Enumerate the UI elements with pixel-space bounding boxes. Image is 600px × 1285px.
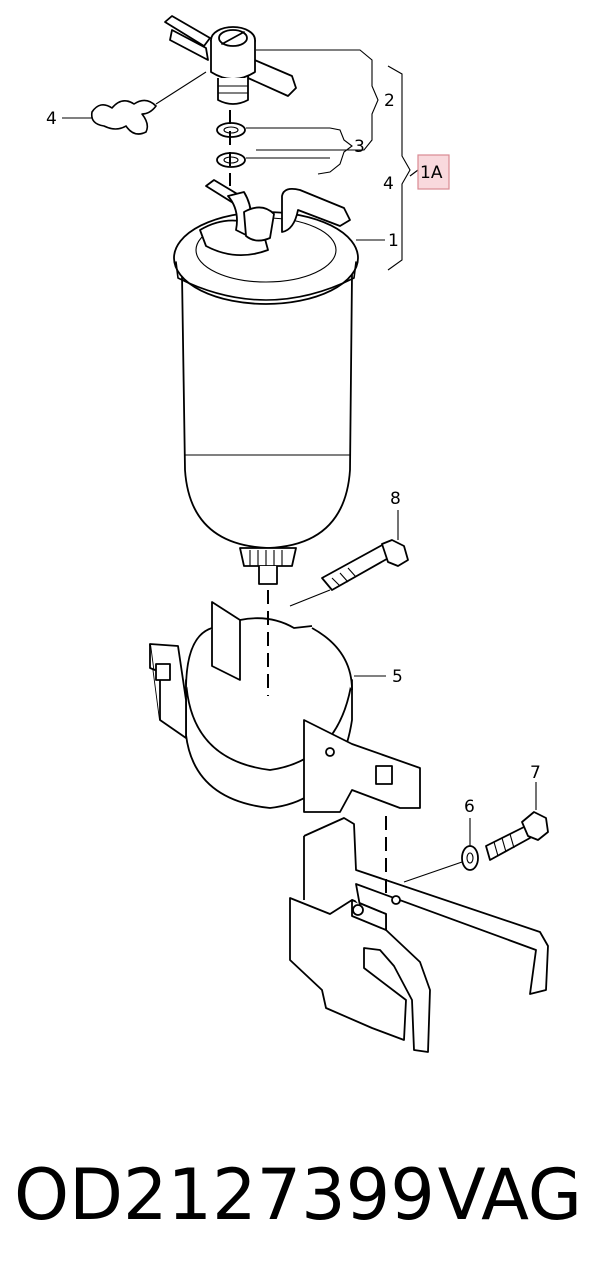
callout-2: 2 [384,91,395,111]
fuel-filter-body [173,179,359,585]
callout-1: 1 [388,231,399,251]
valve-t-connector [164,15,297,105]
callout-5: 5 [392,667,403,687]
footer: OD2127399 VAG [0,1140,600,1250]
callout-1a: 1A [420,163,443,183]
highlight-box-1a [417,154,450,190]
retaining-clip [90,99,157,135]
callout-3: 3 [354,137,365,157]
callout-6: 6 [464,797,475,817]
filter-clamp-bracket [149,601,421,813]
part-number: OD2127399 [14,1154,435,1236]
callout-8: 8 [390,489,401,509]
washer [461,845,479,871]
bolt-short [485,811,549,861]
callout-7: 7 [530,763,541,783]
bolt-long [321,539,409,591]
mounting-bracket [289,817,549,1053]
callout-4-left: 4 [46,109,57,129]
fuel-filter-exploded-diagram: 4 2 3 4 1A 1 8 5 7 6 [46,15,549,1053]
callout-4-right: 4 [383,174,394,194]
brand-name: VAG [437,1154,582,1236]
